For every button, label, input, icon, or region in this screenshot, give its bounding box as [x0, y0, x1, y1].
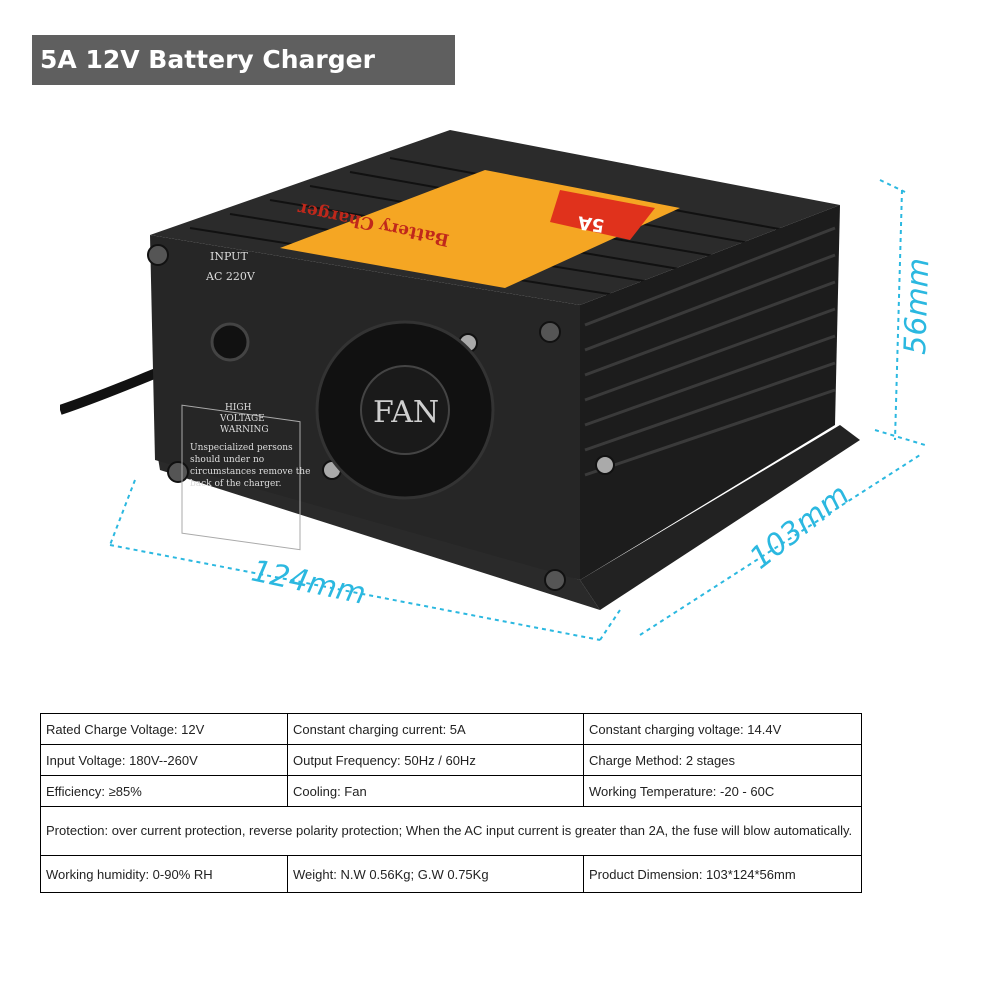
spec-cell: Cooling: Fan — [287, 775, 584, 807]
spec-cell: Working Temperature: -20 - 60C — [583, 775, 862, 807]
screw-icon — [595, 455, 615, 475]
fan-label: FAN — [373, 395, 439, 430]
warning-text: HIGH VOLTAGE WARNING Unspecialized perso… — [190, 403, 310, 489]
svg-text:Unspecialized persons: Unspecialized persons — [190, 443, 293, 453]
dim-label-height: 56mm — [898, 257, 936, 355]
charger-side — [580, 205, 840, 580]
fan-hub — [360, 365, 450, 455]
input-socket-icon — [210, 322, 250, 362]
svg-text:VOLTAGE: VOLTAGE — [219, 414, 265, 424]
side-fins — [584, 226, 836, 477]
dim-guide-left — [109, 479, 136, 546]
spec-cell: Constant charging current: 5A — [287, 713, 584, 745]
title-banner: 5A 12V Battery Charger — [32, 35, 455, 85]
screw-icon — [167, 461, 189, 483]
dim-label-length: 124mm — [248, 554, 368, 612]
svg-text:HIGH: HIGH — [225, 403, 252, 413]
badge-5a — [550, 190, 655, 240]
dim-line-length — [109, 544, 601, 641]
panel-ac-label: AC 220V — [205, 270, 256, 283]
svg-text:should under no: should under no — [190, 455, 264, 465]
screw-icon — [544, 569, 566, 591]
screw-icon — [539, 321, 561, 343]
protection-cell: Protection: over current protection, rev… — [40, 806, 862, 856]
spec-cell: Product Dimension: 103*124*56mm — [583, 855, 862, 893]
spec-cell: Charge Method: 2 stages — [583, 744, 862, 776]
sticker-badge-text: 5A — [577, 211, 606, 235]
base-plate-side — [580, 425, 860, 610]
spec-cell: Efficiency: ≥85% — [40, 775, 288, 807]
table-row: Working humidity: 0-90% RH Weight: N.W 0… — [40, 855, 862, 893]
panel-input-label: INPUT — [210, 250, 248, 263]
dim-guide-mid — [599, 609, 621, 641]
table-row: Efficiency: ≥85% Cooling: Fan Working Te… — [40, 775, 862, 807]
spec-cell: Output Frequency: 50Hz / 60Hz — [287, 744, 584, 776]
spec-cell: Weight: N.W 0.56Kg; G.W 0.75Kg — [287, 855, 584, 893]
spec-cell: Working humidity: 0-90% RH — [40, 855, 288, 893]
spec-table: Rated Charge Voltage: 12V Constant charg… — [40, 713, 862, 893]
svg-text:circumstances remove the: circumstances remove the — [190, 467, 310, 477]
product-illustration: 5A Battery Charger FAN INPUT AC 220V HIG… — [60, 130, 936, 641]
screw-icon — [147, 244, 169, 266]
warning-panel — [181, 404, 301, 551]
page-title: 5A 12V Battery Charger — [40, 45, 375, 74]
spec-cell: Rated Charge Voltage: 12V — [40, 713, 288, 745]
table-row: Rated Charge Voltage: 12V Constant charg… — [40, 713, 862, 745]
dim-line-height — [894, 189, 903, 441]
spec-cell: Constant charging voltage: 14.4V — [583, 713, 862, 745]
svg-text:back of the charger.: back of the charger. — [190, 479, 282, 489]
spec-cell: Input Voltage: 180V--260V — [40, 744, 288, 776]
table-row: Protection: over current protection, rev… — [40, 806, 862, 856]
table-row: Input Voltage: 180V--260V Output Frequen… — [40, 744, 862, 776]
svg-text:WARNING: WARNING — [220, 425, 269, 435]
dim-guide-bottom — [874, 429, 926, 446]
